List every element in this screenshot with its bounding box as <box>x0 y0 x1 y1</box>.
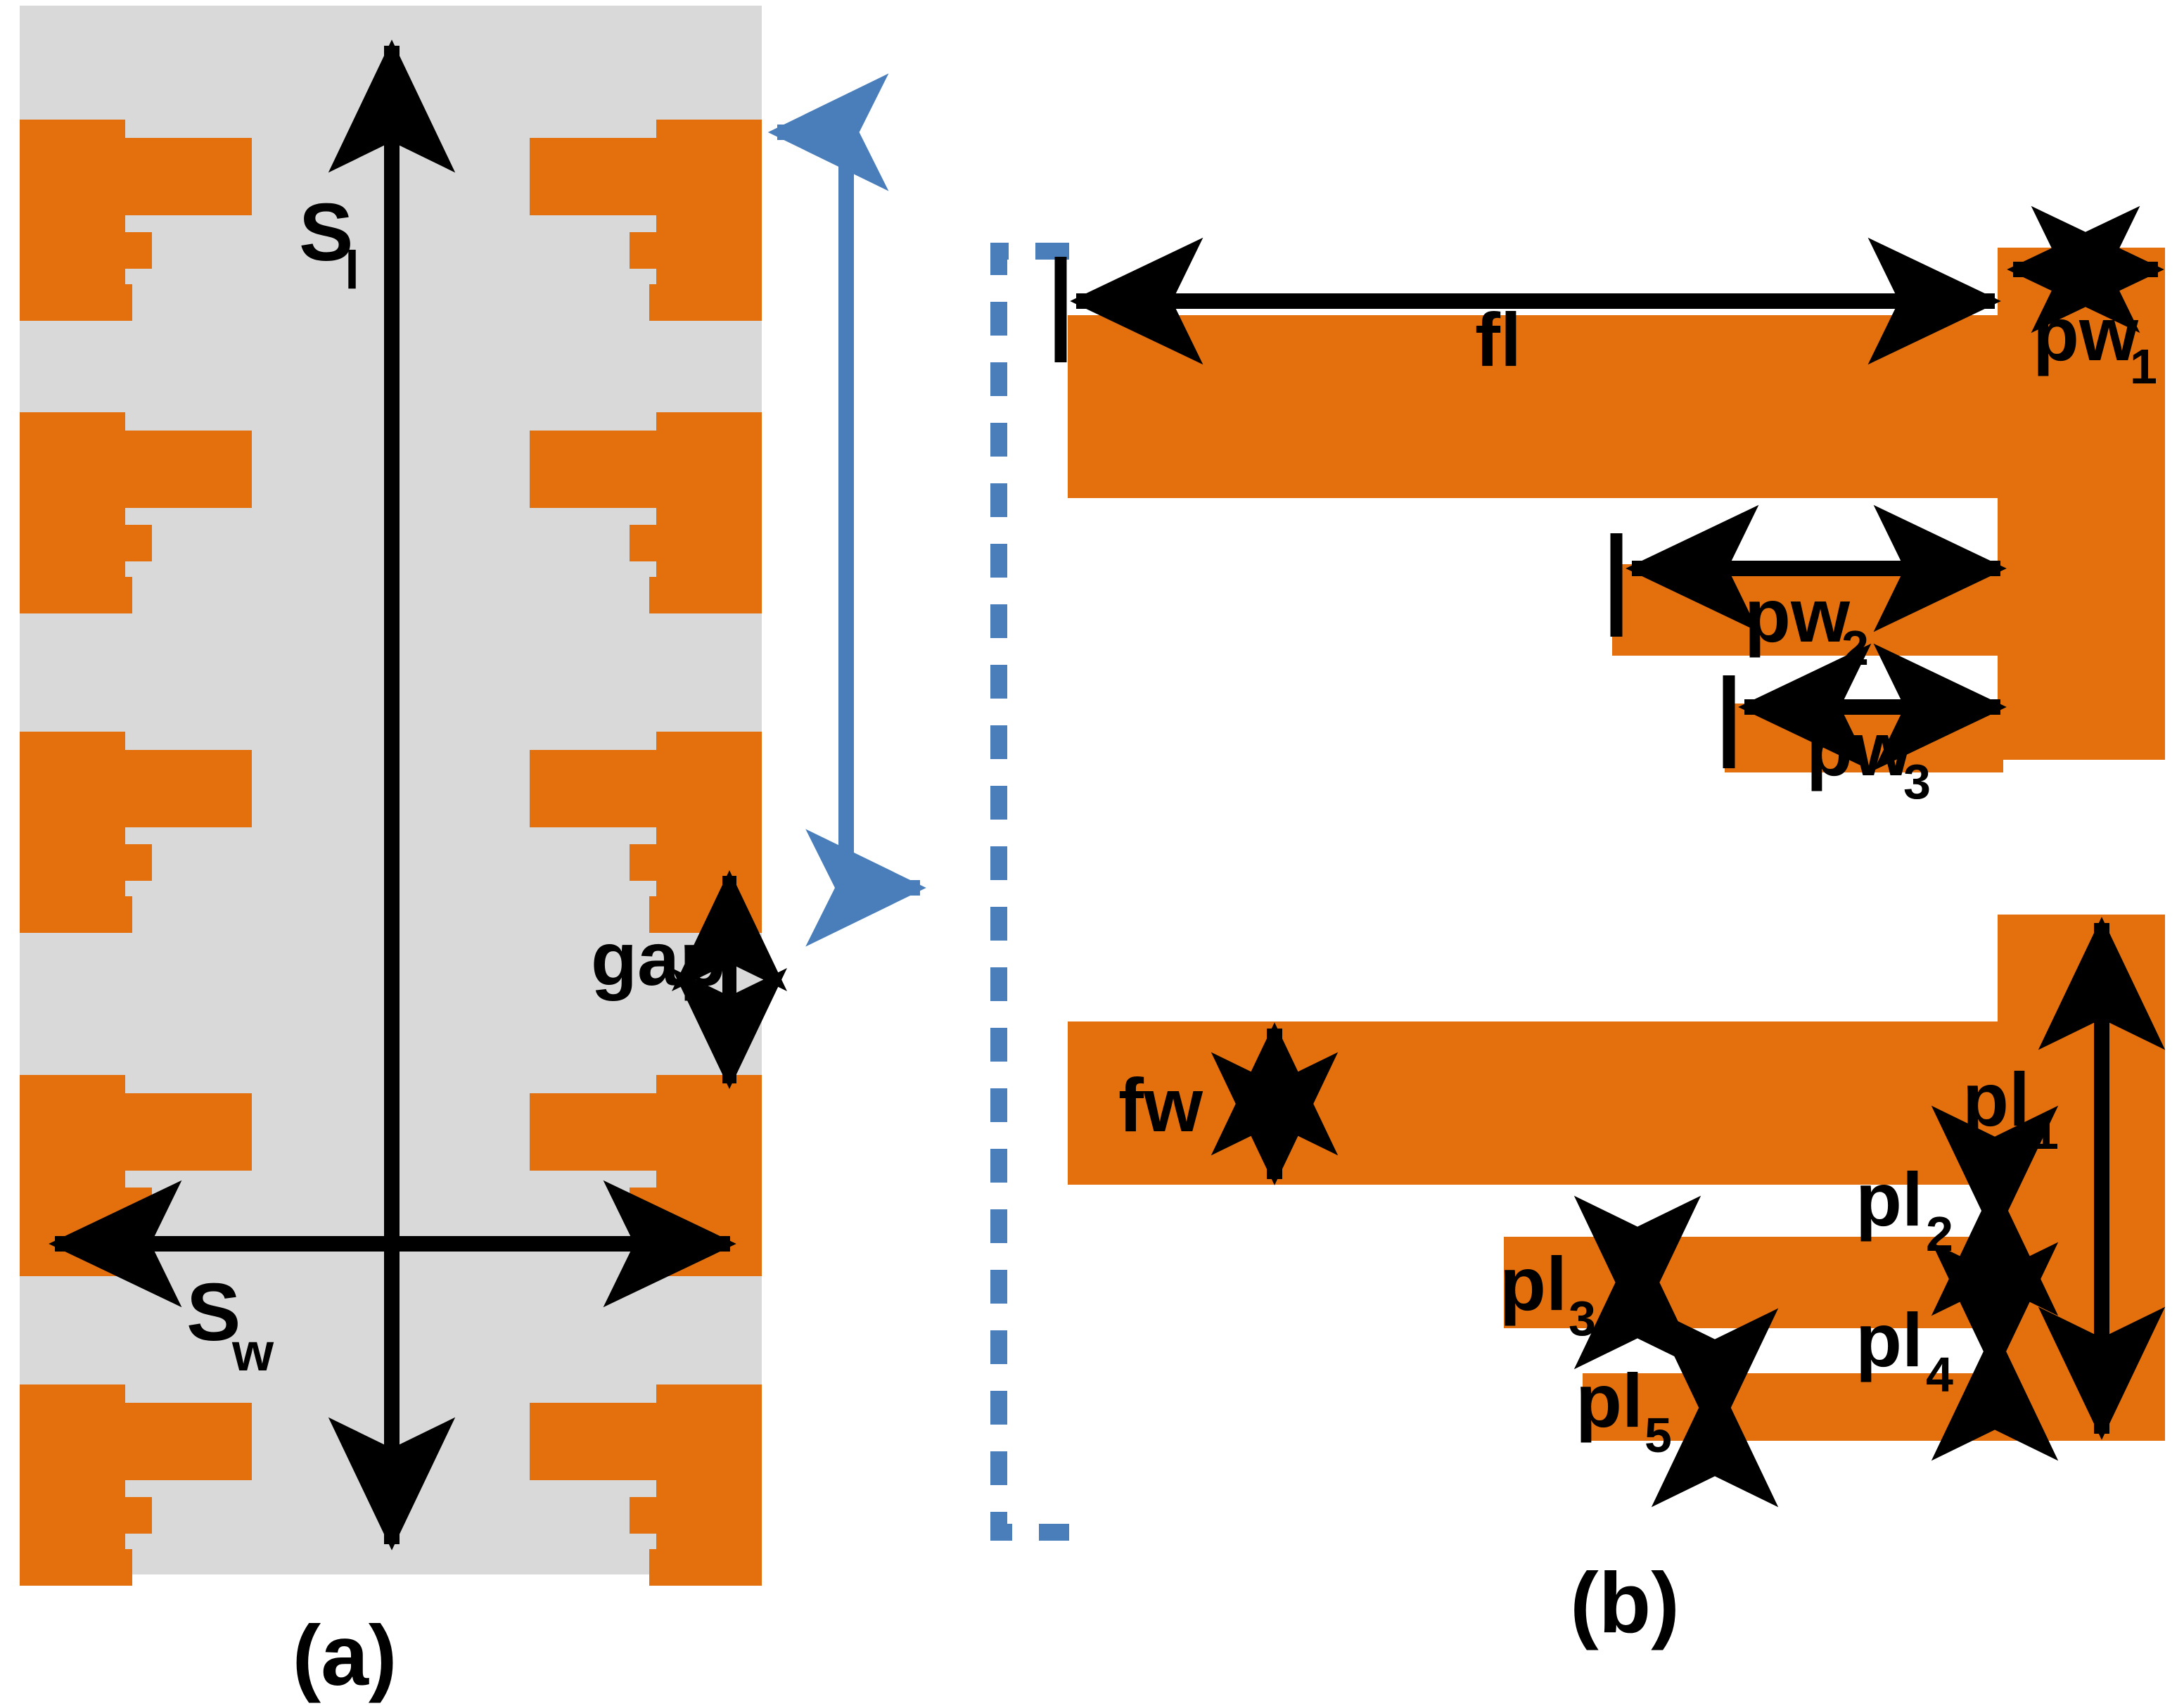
substrate-length-label: S <box>299 186 353 278</box>
unit-cell-right-row-5 <box>530 1384 762 1586</box>
substrate-width-label: S <box>186 1266 241 1358</box>
fl-label: fl <box>1475 297 1521 382</box>
pl5-sublabel: 5 <box>1645 1408 1672 1463</box>
feed-line-top <box>1068 315 1998 498</box>
patch-spine-bottom <box>1998 915 2165 1441</box>
panel-b-top-structure: fl pw 1 pw 2 pw 3 <box>1054 205 2165 809</box>
callout-elbow-arrow <box>767 73 926 947</box>
pw3-label: pw <box>1806 706 1912 791</box>
unit-cell-left-row-5 <box>20 1384 252 1586</box>
unit-cell-left-row-1 <box>20 120 252 321</box>
pw1-sublabel: 1 <box>2130 339 2157 394</box>
patch-spine-top <box>1998 248 2165 760</box>
panel-b-bottom-structure: fw pl 1 pl 2 pl 3 pl 4 pl 5 (b) <box>1068 915 2166 1650</box>
panel-a-caption: (a) <box>292 1608 397 1703</box>
callout-connector-group <box>767 73 1069 1541</box>
pw2-sublabel: 2 <box>1841 620 1869 675</box>
pl1-sublabel: 1 <box>2031 1105 2059 1159</box>
fw-label: fw <box>1118 1062 1203 1147</box>
pl3-label: pl <box>1500 1241 1567 1326</box>
unit-cell-right-row-1 <box>530 120 762 321</box>
substrate-length-sublabel: l <box>345 241 359 300</box>
panel-a-group: S l S w gap (a) <box>20 6 787 1703</box>
pl4-label: pl <box>1856 1297 1923 1382</box>
unit-cell-left-row-2 <box>20 412 252 613</box>
pw2-label: pw <box>1744 573 1851 658</box>
pw1-label: pw <box>2033 291 2139 376</box>
unit-cell-left-row-3 <box>20 732 252 933</box>
pl5-label: pl <box>1576 1358 1643 1443</box>
gap-label: gap <box>591 916 726 1001</box>
unit-cell-right-row-2 <box>530 412 762 613</box>
pl3-sublabel: 3 <box>1569 1291 1596 1346</box>
pw3-sublabel: 3 <box>1903 754 1931 809</box>
pl4-sublabel: 4 <box>1926 1347 1953 1402</box>
callout-dashed-bracket <box>990 243 1069 1541</box>
pl2-sublabel: 2 <box>1926 1207 1953 1261</box>
panel-b-caption: (b) <box>1570 1555 1680 1650</box>
pl1-label: pl <box>1962 1057 2030 1142</box>
substrate-width-sublabel: w <box>231 1323 274 1382</box>
pl2-label: pl <box>1856 1157 1923 1242</box>
